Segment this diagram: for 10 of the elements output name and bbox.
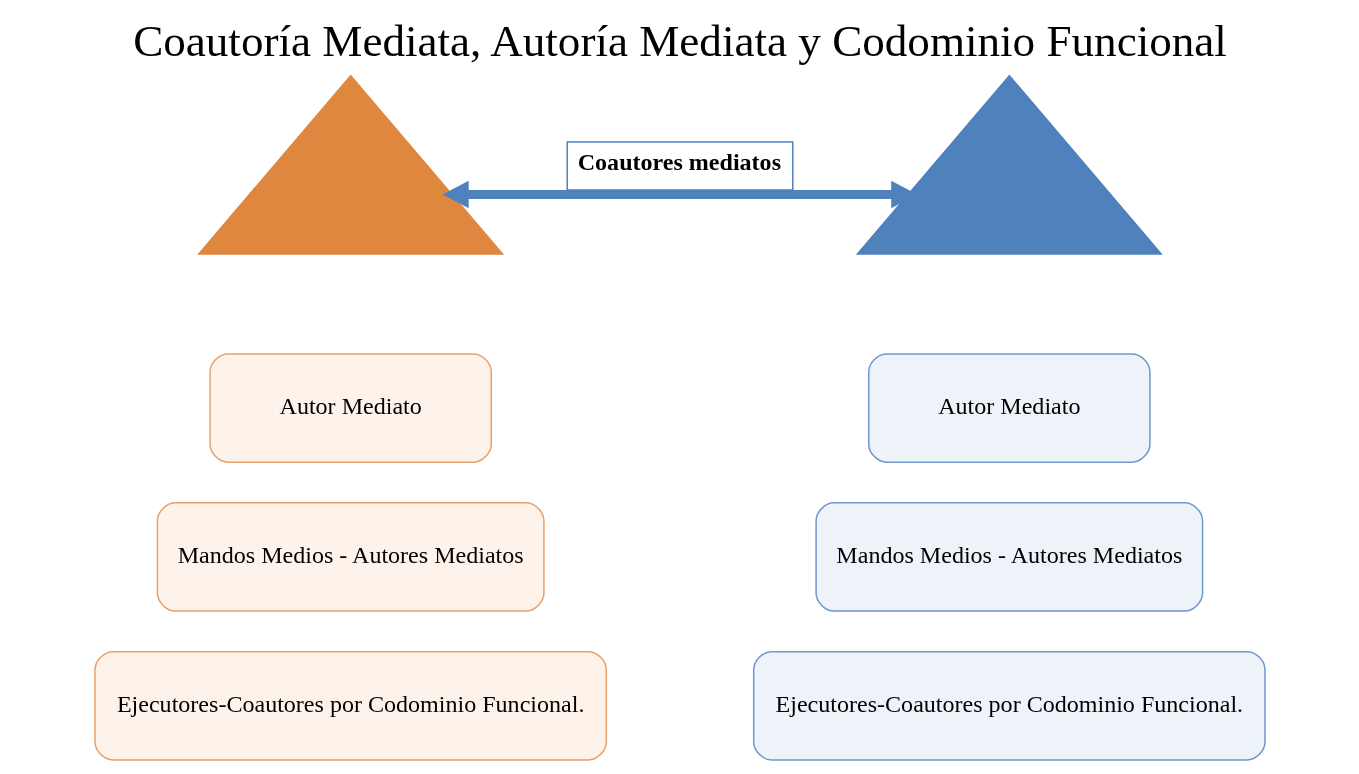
node-box: Ejecutores-Coautores por Codominio Funcional. [752,650,1266,761]
diagram-title: Coautoría Mediata, Autoría Mediata y Codominio Funcional [132,16,1227,67]
edge-label: Coautores mediatos [577,149,781,176]
node-triangle [196,74,504,255]
node-box: Autor Mediato [867,353,1151,463]
node-box: Mandos Medios - Autores Mediatos [814,502,1203,612]
node-triangle [855,74,1163,255]
node-box: Autor Mediato [208,353,492,463]
node-box: Mandos Medios - Autores Mediatos [156,502,545,612]
node-box: Ejecutores-Coautores por Codominio Funcional. [93,650,607,761]
